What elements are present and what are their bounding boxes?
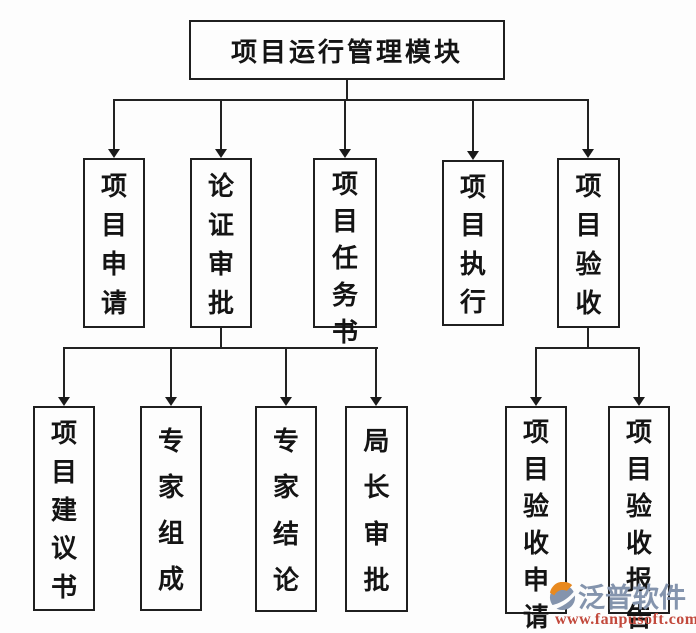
fanpu-logo-icon (548, 581, 577, 615)
connector-line (344, 99, 346, 150)
node-project-proposal: 项目建议书 (33, 406, 95, 611)
node-label: 项目执行 (459, 173, 486, 317)
node-expert-composition: 专家组成 (140, 406, 202, 611)
connector-line (535, 347, 640, 349)
node-label: 局长审批 (363, 427, 390, 595)
connector-line (220, 328, 222, 348)
connector-line (346, 80, 348, 99)
node-acceptance-report: 项目验收报告 (608, 406, 670, 632)
node-label: 项目申请 (100, 172, 127, 318)
connector-line (63, 347, 65, 398)
node-expert-conclusion: 专家结论 (255, 406, 317, 612)
arrowhead-down-icon (280, 397, 292, 406)
node-label: 专家组成 (157, 427, 184, 594)
connector-line (638, 347, 640, 398)
arrowhead-down-icon (215, 149, 227, 158)
node-project-application: 项目申请 (83, 158, 145, 328)
watermark-url-text: www.fanpusoft.com (555, 611, 696, 628)
connector-line (375, 347, 377, 398)
connector-line (535, 347, 537, 398)
connector-line (113, 99, 589, 101)
node-director-approval: 局长审批 (345, 406, 408, 612)
node-project-operation-management-module: 项目运行管理模块 (189, 20, 505, 80)
connector-line (587, 328, 589, 348)
node-label: 论证审批 (207, 172, 234, 318)
arrowhead-down-icon (165, 397, 177, 406)
arrowhead-down-icon (370, 397, 382, 406)
connector-line (113, 99, 115, 150)
arrowhead-down-icon (530, 397, 542, 406)
connector-line (220, 99, 222, 150)
node-review-approval: 论证审批 (190, 158, 252, 328)
node-label: 项目建议书 (50, 419, 77, 602)
node-label: 项目任务书 (331, 170, 358, 347)
arrowhead-down-icon (58, 397, 70, 406)
node-acceptance-application: 项目验收申请 (505, 406, 567, 632)
node-project-acceptance: 项目验收 (557, 158, 620, 328)
node-label: 项目验收申请 (522, 418, 549, 632)
connector-line (285, 347, 287, 398)
node-project-task-book: 项目任务书 (313, 158, 377, 347)
node-label: 项目验收报告 (625, 418, 652, 632)
node-label: 项目运行管理模块 (230, 37, 463, 67)
node-label: 专家结论 (272, 427, 299, 595)
connector-line (587, 99, 589, 150)
arrowhead-down-icon (582, 149, 594, 158)
arrowhead-down-icon (108, 149, 120, 158)
arrowhead-down-icon (633, 397, 645, 406)
node-project-execution: 项目执行 (442, 160, 504, 326)
arrowhead-down-icon (339, 149, 351, 158)
node-label: 项目验收 (575, 172, 602, 318)
connector-line (472, 99, 474, 152)
arrowhead-down-icon (467, 151, 479, 160)
connector-line (170, 347, 172, 398)
fanpu-watermark: 泛普软件 www.fanpusoft.com (548, 581, 696, 628)
watermark-brand-text: 泛普软件 (578, 583, 686, 613)
connector-line (63, 347, 378, 349)
